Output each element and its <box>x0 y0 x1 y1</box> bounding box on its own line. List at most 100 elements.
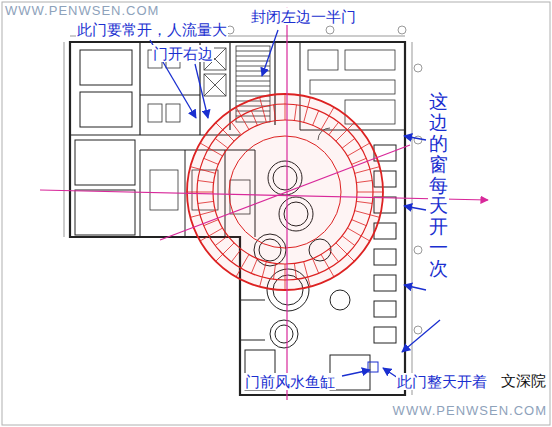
compass-tick <box>313 111 319 126</box>
compass-tick <box>347 148 361 156</box>
compass-tick <box>347 254 354 261</box>
compass-tick <box>308 277 311 287</box>
compass-tick <box>285 264 286 280</box>
compass-tick <box>274 105 276 121</box>
compass-tick <box>356 201 372 203</box>
axis-lines <box>40 8 488 400</box>
compass-tick <box>262 107 266 122</box>
compass-tick <box>251 259 257 274</box>
compass-tick <box>200 211 215 215</box>
compass-tick <box>329 249 339 262</box>
compass-tick <box>274 263 276 279</box>
stair-tread <box>236 61 270 62</box>
booth-table <box>374 249 396 265</box>
stair-tread <box>236 51 270 52</box>
compass-tick <box>216 254 223 261</box>
compass-tick <box>352 158 367 164</box>
compass-tick <box>231 122 241 135</box>
compass-tick <box>321 254 329 268</box>
compass-tick <box>260 277 263 287</box>
stair-tread <box>236 81 270 82</box>
compass-tick <box>308 97 311 107</box>
callout-arrows <box>150 30 440 378</box>
compass-tick <box>355 211 370 215</box>
compass-tick <box>336 243 347 254</box>
compass-tick <box>215 236 228 246</box>
compass-tick <box>294 263 296 279</box>
stair-tread <box>236 56 270 57</box>
compass-tick <box>251 111 257 126</box>
compass-tick <box>361 143 370 148</box>
stair-tread <box>236 86 270 87</box>
compass-tick <box>357 192 373 193</box>
compass-tick <box>352 220 367 226</box>
compass-tick <box>347 123 354 130</box>
compass-tick <box>209 148 223 156</box>
compass-tick <box>241 116 249 130</box>
compass-tick <box>204 158 219 164</box>
compass-tick <box>190 167 200 170</box>
compass-tick <box>200 143 209 148</box>
compass-tick <box>329 122 339 135</box>
watermark: WWW.PENWSEN.COM <box>4 4 160 19</box>
annotation: 门前风水鱼缸 <box>244 373 336 390</box>
stair-tread <box>236 71 270 72</box>
compass-tick <box>200 169 215 173</box>
compass-tick <box>262 262 266 277</box>
compass-tick <box>216 123 223 130</box>
compass-tick <box>329 268 334 277</box>
booth-table <box>374 275 396 291</box>
vertical-annotation: 这边的窗每天开一次 <box>428 92 449 280</box>
compass-tick <box>198 181 214 183</box>
compass-tick <box>285 94 286 104</box>
compass-tick <box>236 107 241 116</box>
dimension-lines <box>64 26 422 395</box>
compass-tick <box>370 215 380 218</box>
compass-tick <box>336 130 347 141</box>
compass-tick <box>198 201 214 203</box>
stair-tread <box>236 76 270 77</box>
compass-tick <box>223 243 234 254</box>
annotation: 门开右边 <box>152 45 214 62</box>
compass-tick <box>373 192 383 193</box>
compass-tick <box>190 215 200 218</box>
compass-tick <box>294 105 296 121</box>
compass-tick <box>370 167 380 170</box>
compass-tick <box>260 97 263 107</box>
compass-tick <box>356 181 372 183</box>
fish-tank <box>368 362 378 372</box>
compass-tick <box>304 262 308 277</box>
annotation: 此门整天开着 <box>396 373 488 390</box>
compass-tick <box>187 192 197 193</box>
compass-tick <box>197 192 213 193</box>
compass-tick <box>342 138 355 148</box>
compass-tick <box>241 254 249 268</box>
compass-tick <box>209 228 223 236</box>
compass-tick <box>304 107 308 122</box>
annotation: 此门要常开，人流量大 <box>76 21 228 38</box>
watermark: WWW.PENWSEN.COM <box>392 404 548 419</box>
annotation: 封闭左边一半门 <box>250 8 357 25</box>
compass-tick <box>361 236 370 241</box>
compass-tick <box>200 236 209 241</box>
compass-tick <box>329 107 334 116</box>
booth-table <box>374 301 396 317</box>
compass-tick <box>313 259 319 274</box>
compass-tick <box>347 228 361 236</box>
compass-tick <box>215 138 228 148</box>
compass-tick <box>321 116 329 130</box>
compass-tick <box>236 268 241 277</box>
compass-tick <box>285 104 286 120</box>
compass-tick <box>342 236 355 246</box>
compass-tick <box>355 169 370 173</box>
booth-table <box>374 327 396 343</box>
compass-tick <box>223 130 234 141</box>
compass-tick <box>285 280 286 290</box>
signature: 文深院 <box>500 373 547 390</box>
walls <box>70 42 405 395</box>
stair-tread <box>236 91 270 92</box>
compass-tick <box>231 249 241 262</box>
